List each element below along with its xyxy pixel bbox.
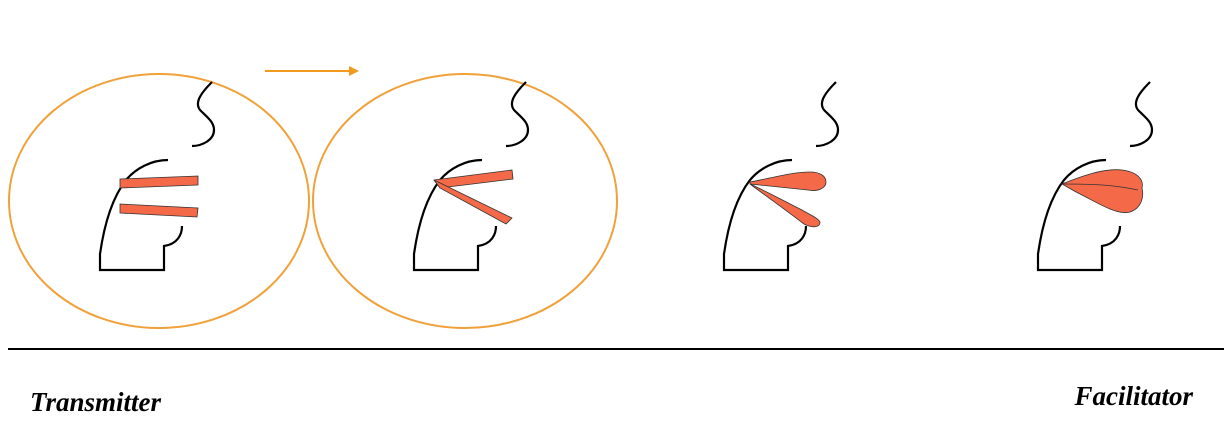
stage-1-figure — [100, 82, 214, 270]
facilitator-label: Facilitator — [1074, 381, 1193, 412]
stage-4-figure — [1038, 82, 1152, 270]
highlight-ring-stage-1 — [9, 74, 309, 328]
lower-lip-wedge — [434, 180, 512, 224]
full-lips — [1062, 170, 1143, 213]
lower-lip-bar — [120, 204, 198, 217]
upper-lip-parted — [750, 172, 826, 191]
stage-2-figure — [414, 82, 528, 270]
upper-lip-bar — [120, 176, 198, 188]
stage-3-figure — [724, 82, 838, 270]
transmitter-label: Transmitter — [30, 387, 161, 418]
